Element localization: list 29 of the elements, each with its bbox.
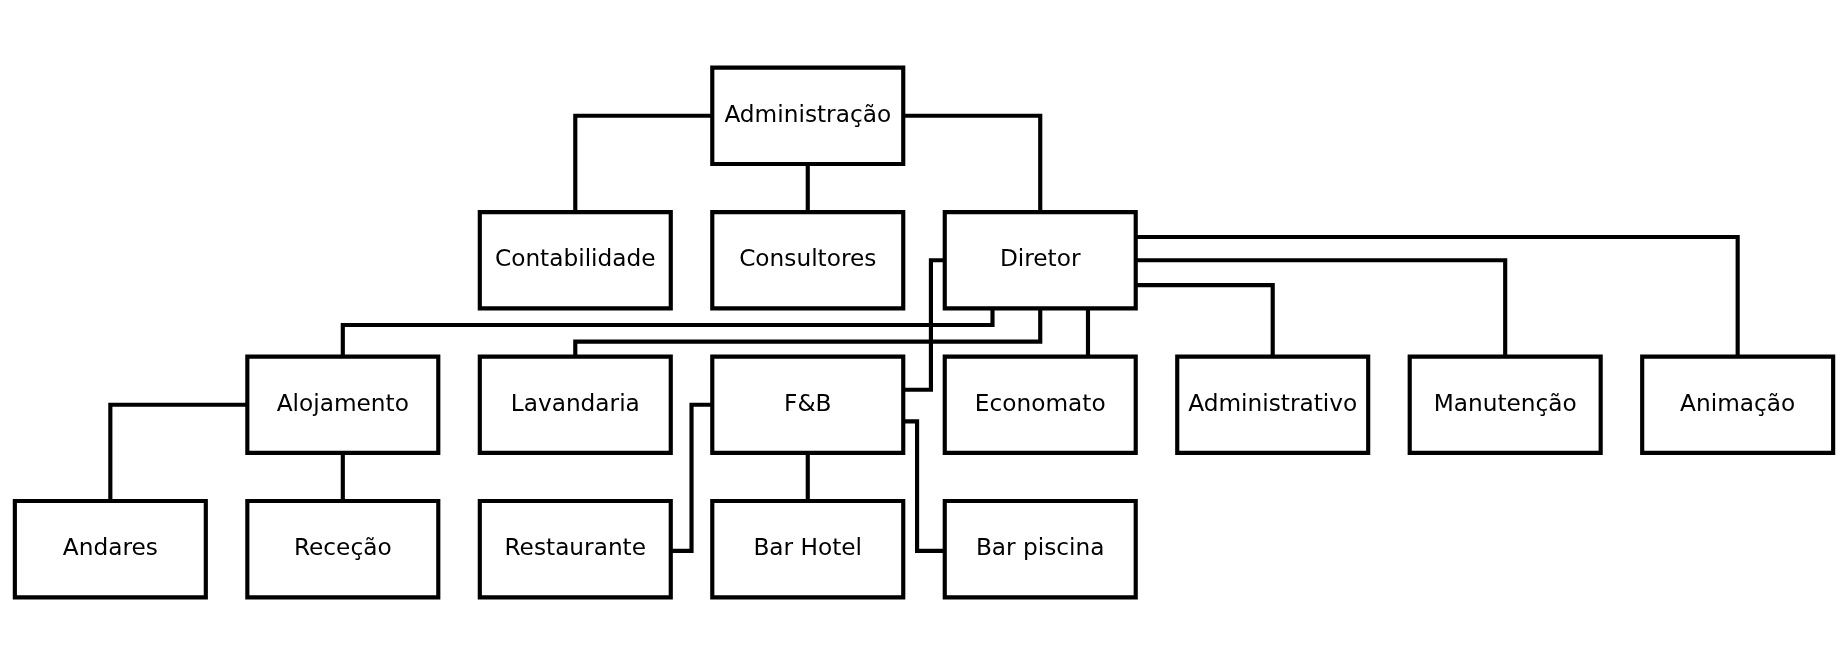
connector	[805, 453, 810, 501]
node-box: Receção	[245, 498, 441, 599]
node-box: Diretor	[942, 209, 1138, 310]
connector	[903, 257, 945, 392]
node-box: Alojamento	[245, 354, 441, 455]
connector	[108, 402, 247, 500]
connector	[340, 453, 345, 501]
node-box: Restaurante	[477, 498, 673, 599]
connector	[671, 402, 712, 553]
node-box: Consultores	[710, 209, 906, 310]
connector	[573, 308, 1043, 356]
node-box: Bar Hotel	[710, 498, 906, 599]
connector	[1136, 257, 1508, 356]
node-box: Economato	[942, 354, 1138, 455]
connector	[1136, 282, 1275, 356]
node-box: Manutenção	[1407, 354, 1603, 455]
node-box: Administração	[710, 65, 906, 166]
node-box: Lavandaria	[477, 354, 673, 455]
node-box: Contabilidade	[477, 209, 673, 310]
node-box: Animação	[1640, 354, 1836, 455]
node-box: Administrativo	[1175, 354, 1371, 455]
connector	[1135, 234, 1740, 356]
node-box: Andares	[12, 498, 208, 599]
connector	[1085, 308, 1091, 356]
connector	[805, 164, 810, 212]
node-box: F&B	[710, 354, 906, 455]
connector	[903, 113, 1043, 211]
node-box: Bar piscina	[942, 498, 1138, 599]
connector	[573, 113, 712, 211]
